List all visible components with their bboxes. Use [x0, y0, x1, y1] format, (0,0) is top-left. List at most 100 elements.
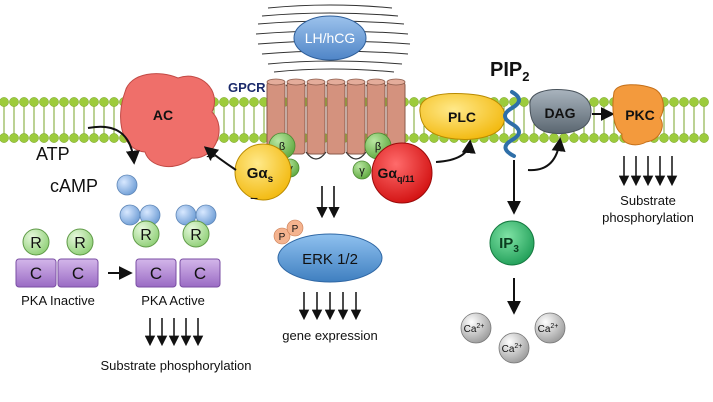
calcium-ion-2-label: Ca2+ [502, 343, 523, 355]
lipid-head-bottom [539, 133, 549, 143]
lipid-head-top [249, 97, 259, 107]
pka-inactive-r-2-label: R [74, 235, 86, 252]
pka-inactive-r-1-label: R [30, 235, 42, 252]
lipid-head-bottom [659, 133, 669, 143]
lipid-head-bottom [569, 133, 579, 143]
erk-shape [277, 233, 383, 283]
lipid-head-bottom [579, 133, 589, 143]
lipid-head-bottom [229, 133, 239, 143]
dag-shape [529, 89, 592, 134]
pkc-output-arrows [618, 156, 678, 187]
gs-alpha-label: Gαs [247, 165, 274, 185]
lipid-head-bottom [689, 133, 699, 143]
lipid-head-top [689, 97, 699, 107]
calcium-ion-3-label: Ca2+ [538, 323, 559, 335]
lipid-head-bottom [249, 133, 259, 143]
pka-inactive-c-2-label: C [72, 264, 84, 283]
lipid-head-top [29, 97, 39, 107]
gs-beta-label: β [279, 141, 285, 153]
lipid-head-top [49, 97, 59, 107]
lipid-head-bottom [699, 133, 709, 143]
ip3-label: IP3 [499, 235, 519, 255]
erk-output-arrows [298, 292, 362, 321]
pip2-molecule [503, 90, 521, 158]
calcium-ion-1-label: Ca2+ [464, 323, 485, 335]
pka-output-arrows [144, 318, 204, 347]
gpcr-intracellular-loops [305, 151, 367, 160]
gs-to-ac-arrow [203, 146, 237, 171]
adenylyl-cyclase-shape [120, 73, 220, 168]
gpcr-helix-top-7 [386, 78, 406, 86]
pka-substrate-label: Substrate phosphorylation [100, 358, 251, 373]
pka-active-c-1-label: C [150, 264, 162, 283]
lipid-head-bottom [239, 133, 249, 143]
lipid-head-top [59, 97, 69, 107]
lipid-head-bottom [109, 133, 119, 143]
calcium-ion-2 [498, 332, 530, 364]
lipid-head-top [409, 97, 419, 107]
lipid-head-top [19, 97, 29, 107]
lipid-head-bottom [549, 133, 559, 143]
lipid-head-top [69, 97, 79, 107]
ligand-bubble [293, 15, 367, 61]
lipid-head-bottom [79, 133, 89, 143]
lipid-head-bottom [39, 133, 49, 143]
erk-label: ERK 1/2 [302, 251, 358, 268]
erk-phosphate-2-label: P [292, 224, 299, 235]
lipid-head-top [79, 97, 89, 107]
lipid-head-top [109, 97, 119, 107]
camp-bound-1 [119, 204, 141, 226]
pka-active-c-2 [179, 258, 221, 288]
pip2-label: PIP2 [490, 59, 529, 84]
lipid-head-top [599, 97, 609, 107]
pka-active-r-1 [132, 220, 160, 248]
lipid-head-bottom [529, 133, 539, 143]
lipid-head-bottom [59, 133, 69, 143]
lipid-head-top [669, 97, 679, 107]
camp-molecule [116, 174, 138, 196]
lipid-head-bottom [219, 133, 229, 143]
lipid-head-bottom [49, 133, 59, 143]
gq-gamma-label: γ [359, 165, 365, 177]
lipid-head-top [239, 97, 249, 107]
lipid-head-bottom [609, 133, 619, 143]
gq-minus-sign: − [250, 190, 258, 206]
lipid-head-top [229, 97, 239, 107]
plc-label: PLC [448, 109, 476, 125]
pkc-substrate-line1: Substrate [620, 193, 676, 208]
plc-shape [419, 93, 506, 140]
gpcr-helix-top-4 [326, 78, 346, 86]
lipid-head-top [499, 97, 509, 107]
dag-label: DAG [544, 105, 575, 121]
pka-inactive-label: PKA Inactive [21, 293, 95, 308]
lipid-head-bottom [589, 133, 599, 143]
ligand-label: LH/hCG [305, 30, 356, 46]
gene-expression-label: gene expression [282, 328, 377, 343]
lipid-head-bottom [89, 133, 99, 143]
lipid-head-top [699, 97, 709, 107]
pka-inactive-r-1 [22, 228, 50, 256]
camp-cluster [119, 204, 217, 226]
lipid-head-bottom [519, 133, 529, 143]
lipid-head-top [9, 97, 19, 107]
lipid-head-top [679, 97, 689, 107]
pip2-to-dag-arrow [527, 137, 566, 172]
gpcr-helix-top-6 [366, 78, 386, 86]
lipid-head-bottom [29, 133, 39, 143]
pka-active-c-1 [135, 258, 177, 288]
lipid-head-top [219, 97, 229, 107]
pka-active-r-1-label: R [140, 227, 152, 244]
lipid-head-bottom [99, 133, 109, 143]
gq-gamma-subunit [352, 160, 372, 180]
pka-inactive-r-2 [66, 228, 94, 256]
lipid-head-top [589, 97, 599, 107]
gpcr-helix-5 [346, 81, 366, 155]
lipid-head-bottom [9, 133, 19, 143]
gpcr-helix-top-5 [346, 78, 366, 86]
gs-plus-sign: + [206, 149, 215, 166]
calcium-ion-1 [460, 312, 492, 344]
pka-inactive-c-1 [15, 258, 57, 288]
